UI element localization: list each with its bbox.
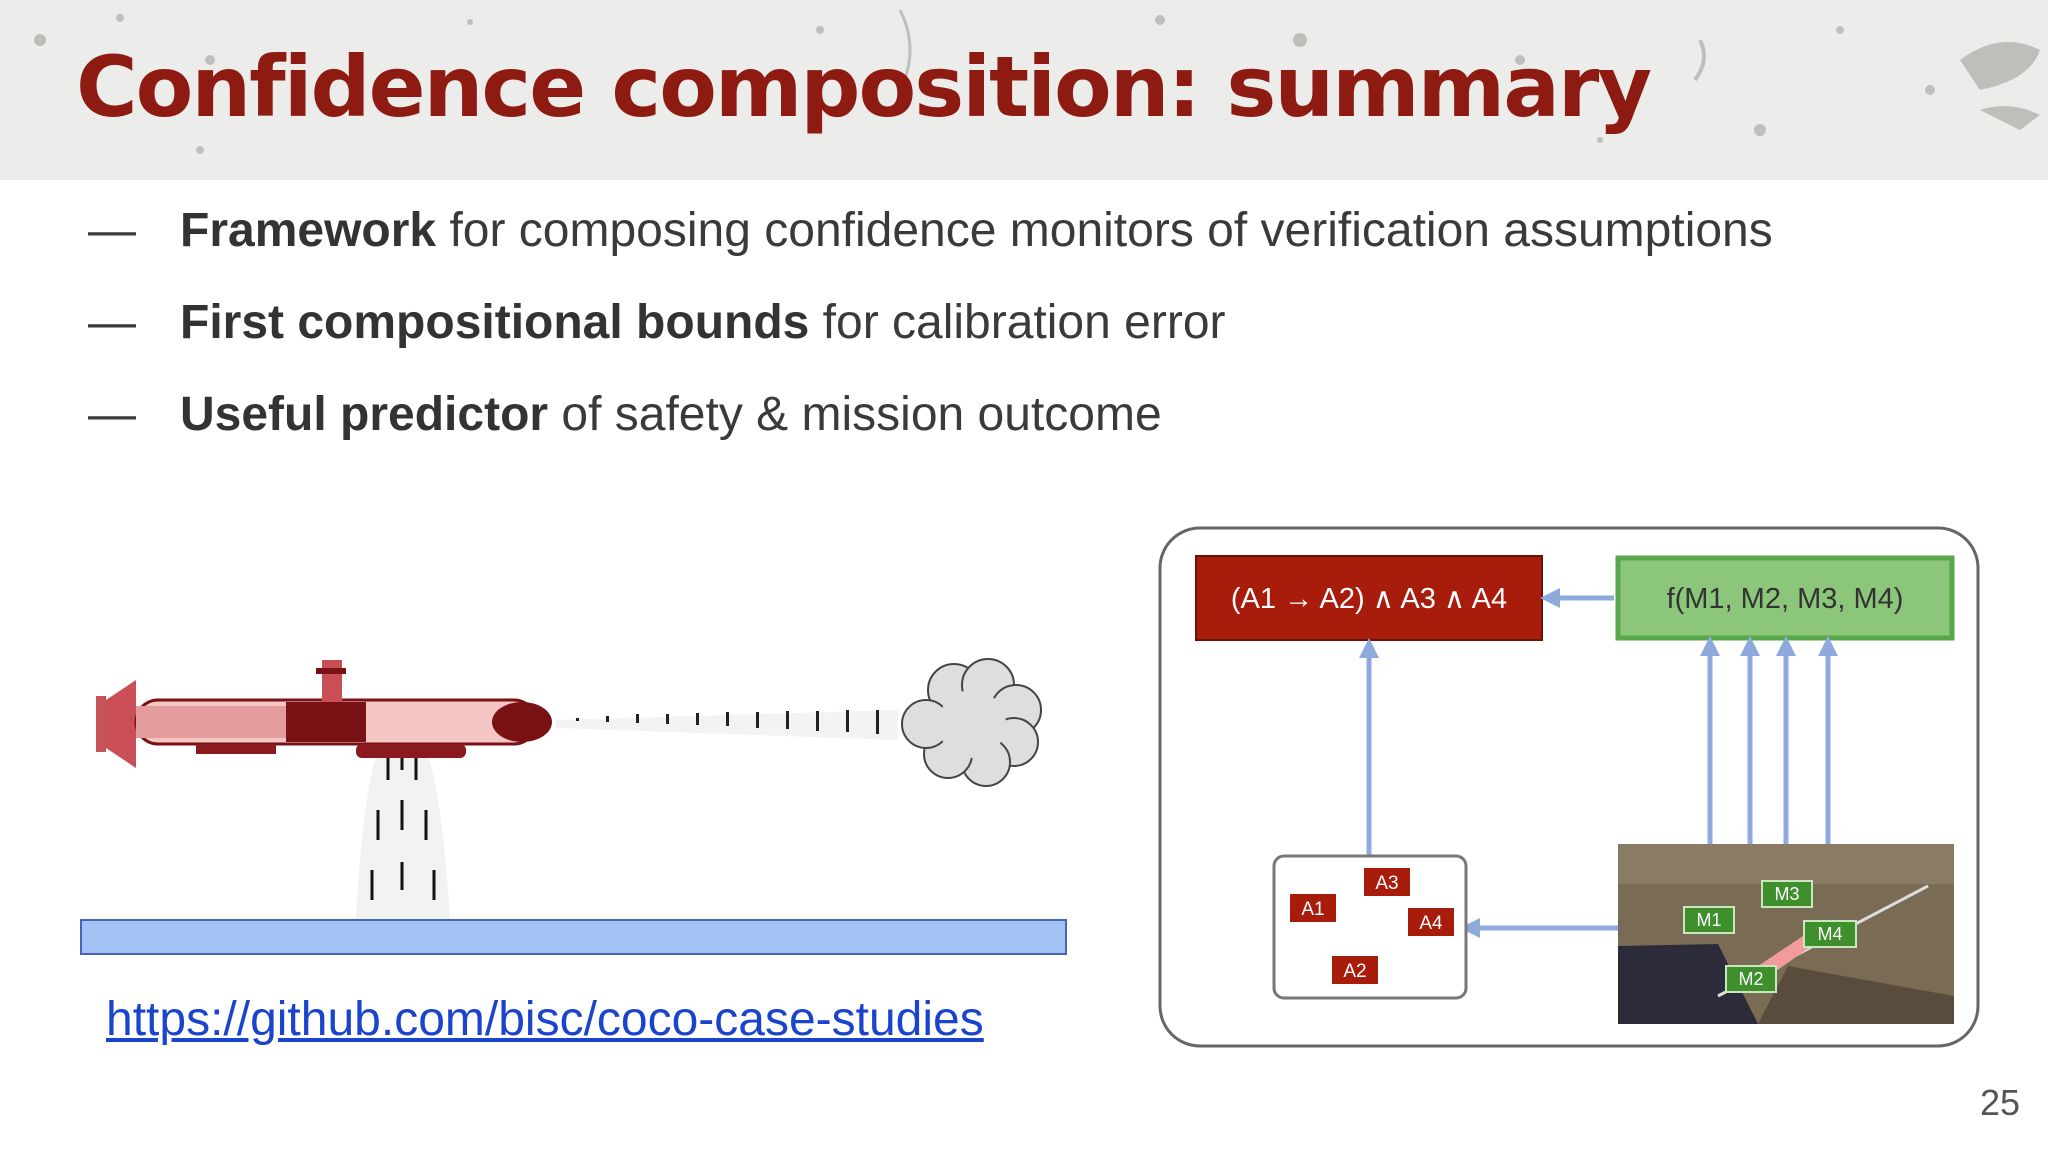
svg-text:M4: M4 (1817, 924, 1842, 944)
github-link[interactable]: https://github.com/bisc/coco-case-studie… (106, 993, 984, 1046)
svg-text:M1: M1 (1696, 910, 1721, 930)
bullet-dash: — (88, 204, 136, 257)
function-box: f(M1, M2, M3, M4) (1615, 555, 1955, 641)
formula-box: (A1 → A2) ∧ A3 ∧ A4 (1195, 555, 1543, 641)
composition-diagram: (A1 → A2) ∧ A3 ∧ A4 f(M1, M2, M3, M4) A1… (1158, 526, 1980, 1048)
bullet-dash: — (88, 296, 136, 349)
bullet-text: for calibration error (809, 296, 1226, 349)
monitor-m3: M3 (1761, 880, 1813, 908)
bullet-bold: First compositional bounds (180, 296, 810, 349)
monitor-m1: M1 (1683, 906, 1735, 934)
monitor-m4: M4 (1803, 920, 1857, 948)
svg-text:M2: M2 (1738, 969, 1763, 989)
simulator-image (1618, 844, 1954, 1024)
bullet-bold: Useful predictor (180, 388, 549, 441)
seafloor-bar (80, 919, 1067, 955)
assumption-a2: A2 (1332, 956, 1378, 984)
monitor-m2: M2 (1725, 965, 1777, 993)
assumption-a3: A3 (1364, 868, 1410, 896)
obstacle-cloud (901, 658, 1042, 787)
downward-sonar-beam (356, 720, 450, 920)
assumption-a1: A1 (1290, 894, 1336, 922)
auv-scene (80, 658, 1067, 955)
formula-text: (A1 → A2) ∧ A3 ∧ A4 (1231, 583, 1507, 615)
svg-text:M3: M3 (1774, 884, 1799, 904)
svg-text:A1: A1 (1301, 899, 1324, 920)
slide-title: Confidence composition: summary (76, 38, 1652, 136)
ink-splatter-background (34, 9, 2040, 154)
auv-vehicle (96, 660, 552, 768)
page-number: 25 (1979, 1082, 2020, 1123)
bullet-text: of safety & mission outcome (548, 388, 1162, 441)
function-text: f(M1, M2, M3, M4) (1667, 583, 1904, 615)
forward-sonar-beam (556, 710, 898, 740)
bullet-dash: — (88, 388, 136, 441)
svg-text:A4: A4 (1419, 913, 1443, 934)
header-band: Confidence composition: summary (0, 0, 2048, 180)
svg-text:A3: A3 (1375, 873, 1398, 894)
bullet-text: for composing confidence monitors of ver… (436, 204, 1773, 257)
assumptions-box: A1 A3 A4 A2 (1272, 854, 1468, 1000)
assumption-a4: A4 (1408, 908, 1454, 936)
svg-text:A2: A2 (1343, 961, 1366, 982)
bullet-bold: Framework (180, 204, 437, 257)
